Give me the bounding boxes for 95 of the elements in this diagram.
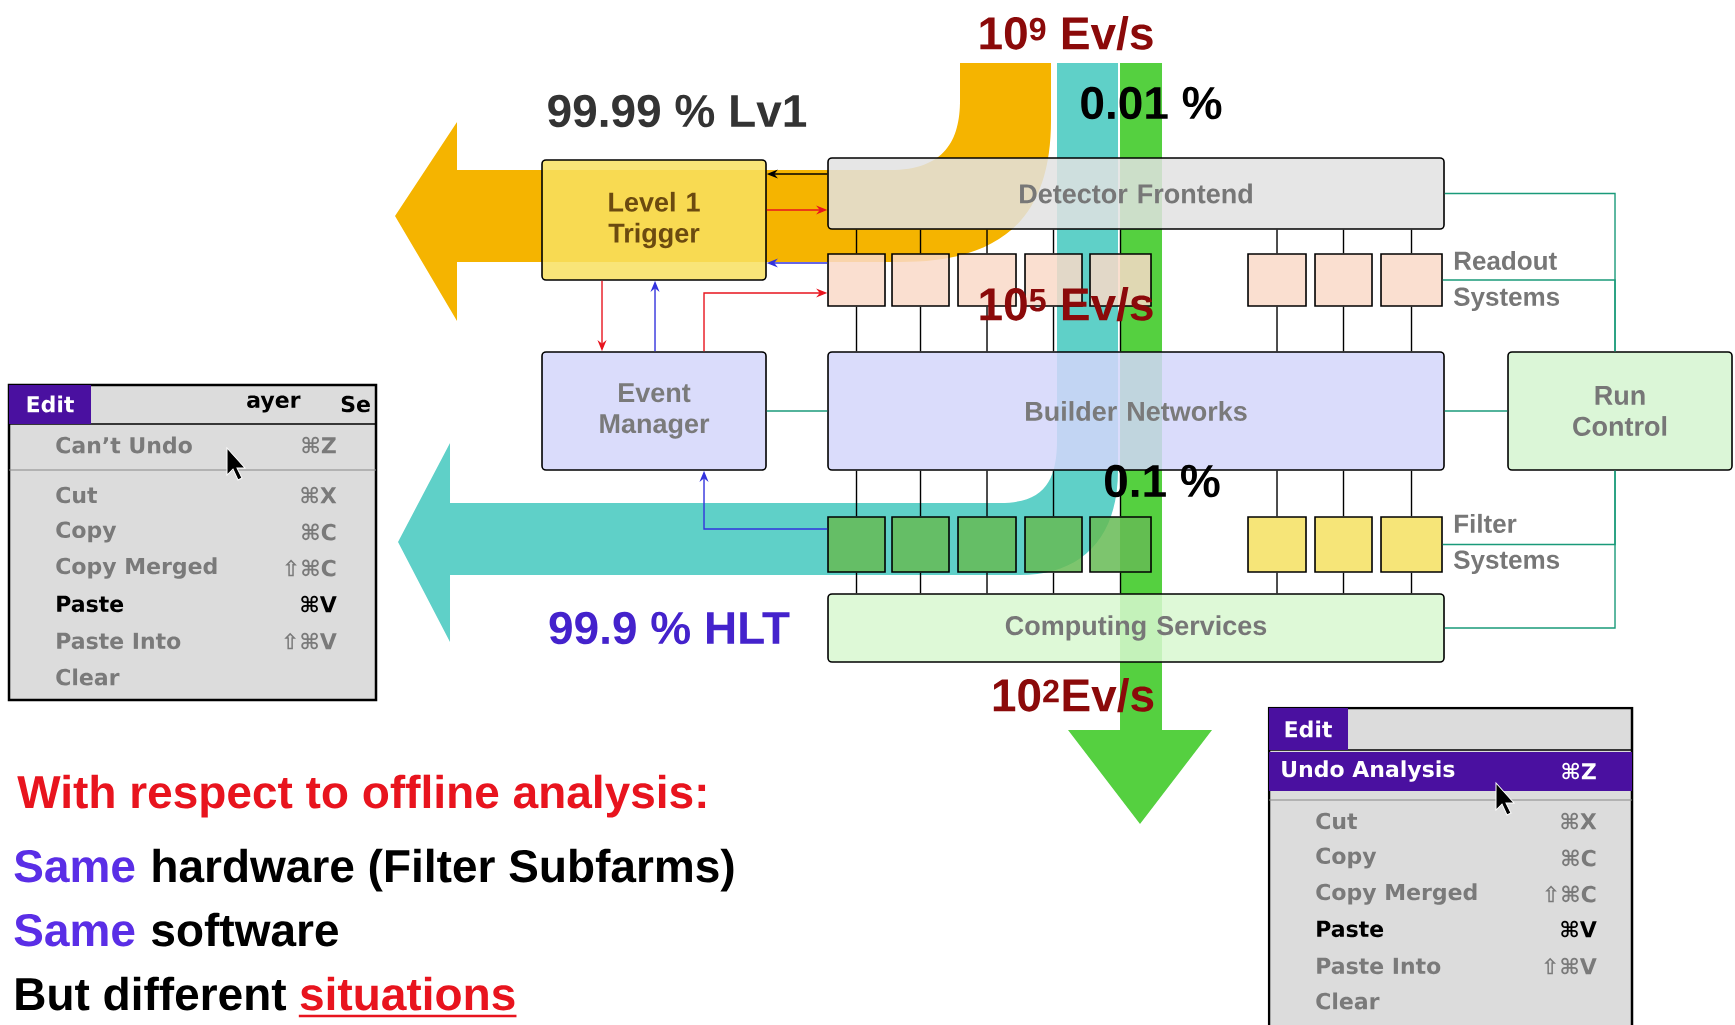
connector-line	[1342, 470, 1345, 517]
keyboard-shortcut: ⇧⌘V	[1544, 957, 1597, 975]
connector-line	[1342, 229, 1345, 254]
connector-line	[1119, 229, 1122, 254]
menu-item: Copy	[1316, 847, 1377, 869]
keyboard-shortcut: ⇧⌘V	[284, 632, 337, 650]
menu-item: Copy Merged	[1316, 883, 1477, 905]
connector-line	[1119, 572, 1122, 594]
menu-item: Copy	[56, 521, 117, 543]
menu-item: Paste Into	[1317, 957, 1441, 975]
unit-box	[1380, 516, 1443, 573]
keyboard-shortcut: ⌘X	[301, 486, 337, 504]
connector-line	[1410, 572, 1413, 594]
connector-line	[1442, 279, 1616, 352]
unit-box	[1247, 253, 1307, 307]
menu-item: Clear	[1316, 992, 1380, 1010]
connector-line	[919, 306, 922, 352]
connector-line	[986, 229, 988, 254]
percentage-label: 99.99 % Lv1	[548, 94, 807, 128]
keyboard-shortcut: ⌘Z	[302, 436, 336, 454]
connector-line	[855, 572, 858, 594]
connector-line	[919, 229, 922, 254]
underlined-word: situations	[298, 976, 517, 1018]
connector-line	[855, 306, 858, 352]
system-label: Readout Systems	[1453, 250, 1560, 312]
keyboard-shortcut: ⌘V	[1561, 920, 1597, 938]
unit-box	[957, 516, 1017, 573]
connector-line	[986, 470, 988, 517]
menu-item: Can’t Undo	[56, 436, 192, 454]
unit-box	[1089, 516, 1152, 573]
connector-line	[855, 470, 858, 517]
unit-box	[891, 253, 950, 307]
connector-line	[1052, 229, 1055, 254]
label: ⌘Z	[1562, 762, 1596, 780]
unit-box	[827, 516, 886, 573]
unit-box	[1024, 516, 1083, 573]
menu-title: Edit	[9, 385, 91, 424]
unit-box	[891, 516, 950, 573]
connector-line	[1276, 572, 1278, 594]
connector-line	[1276, 470, 1278, 517]
process-box: Level 1 Trigger	[541, 159, 767, 281]
menu-item: Paste	[1317, 920, 1384, 938]
label: Undo Analysis	[1282, 760, 1455, 782]
unit-box	[1314, 516, 1373, 573]
connector-line	[1410, 470, 1413, 517]
connector-line	[1276, 229, 1278, 254]
connector-line	[919, 572, 922, 594]
menu-item: Paste Into	[57, 632, 181, 650]
connector-line	[1410, 229, 1413, 254]
emphasized-word: Same	[14, 913, 135, 947]
body-text: hardware (Filter Subfarms)	[153, 848, 734, 892]
menu-bar-item: ayer	[247, 395, 301, 413]
connector-line	[1052, 306, 1055, 352]
keyboard-shortcut: ⌘X	[1561, 812, 1597, 830]
body-text: software	[152, 912, 338, 947]
connector-line	[1052, 470, 1055, 517]
connector-line	[1052, 572, 1055, 594]
menu-item: Clear	[56, 668, 120, 686]
process-box: Detector Frontend	[827, 157, 1445, 230]
unit-box	[1247, 516, 1307, 573]
percentage-label: 0.01 %	[1081, 86, 1222, 120]
keyboard-shortcut: ⇧⌘C	[1545, 885, 1596, 903]
body-text: But different	[16, 976, 287, 1011]
keyboard-shortcut: ⇧⌘C	[285, 559, 336, 577]
menu-item: Cut	[56, 486, 98, 504]
connector-line	[766, 410, 828, 412]
menu-bar-item: Se	[341, 395, 370, 413]
connector-line	[1342, 306, 1345, 352]
menu-title: Edit	[1269, 708, 1348, 750]
keyboard-shortcut: ⌘C	[302, 523, 336, 541]
menu-item: Paste	[57, 595, 124, 613]
emphasized-word: Same	[14, 849, 135, 883]
connector-line	[986, 572, 988, 594]
selected-menu-item: Undo Analysis ⌘Z	[1269, 752, 1632, 791]
unit-box	[827, 253, 886, 307]
percentage-label: 99.9 % HLT	[549, 611, 790, 645]
unit-box	[1314, 253, 1373, 307]
process-box: Computing Services	[827, 593, 1445, 663]
process-box: Run Control	[1507, 351, 1733, 471]
process-box: Event Manager	[541, 351, 767, 471]
heading: With respect to offline analysis:	[17, 774, 706, 818]
connector-line	[1410, 306, 1413, 352]
connector-line	[1276, 306, 1278, 352]
menu-item: Copy Merged	[56, 557, 217, 579]
keyboard-shortcut: ⌘C	[1562, 849, 1596, 867]
keyboard-shortcut: ⌘V	[301, 595, 337, 613]
rate-label: 10$^{9}$ Ev/s	[980, 15, 1153, 51]
connector-line	[919, 470, 922, 517]
connector-line	[1444, 470, 1616, 629]
system-label: Filter Systems	[1453, 513, 1560, 575]
menu-item: Cut	[1316, 812, 1358, 830]
unit-box	[1380, 253, 1443, 307]
connector-line	[855, 229, 858, 254]
connector-line	[1444, 410, 1508, 412]
connector-line	[1342, 572, 1345, 594]
